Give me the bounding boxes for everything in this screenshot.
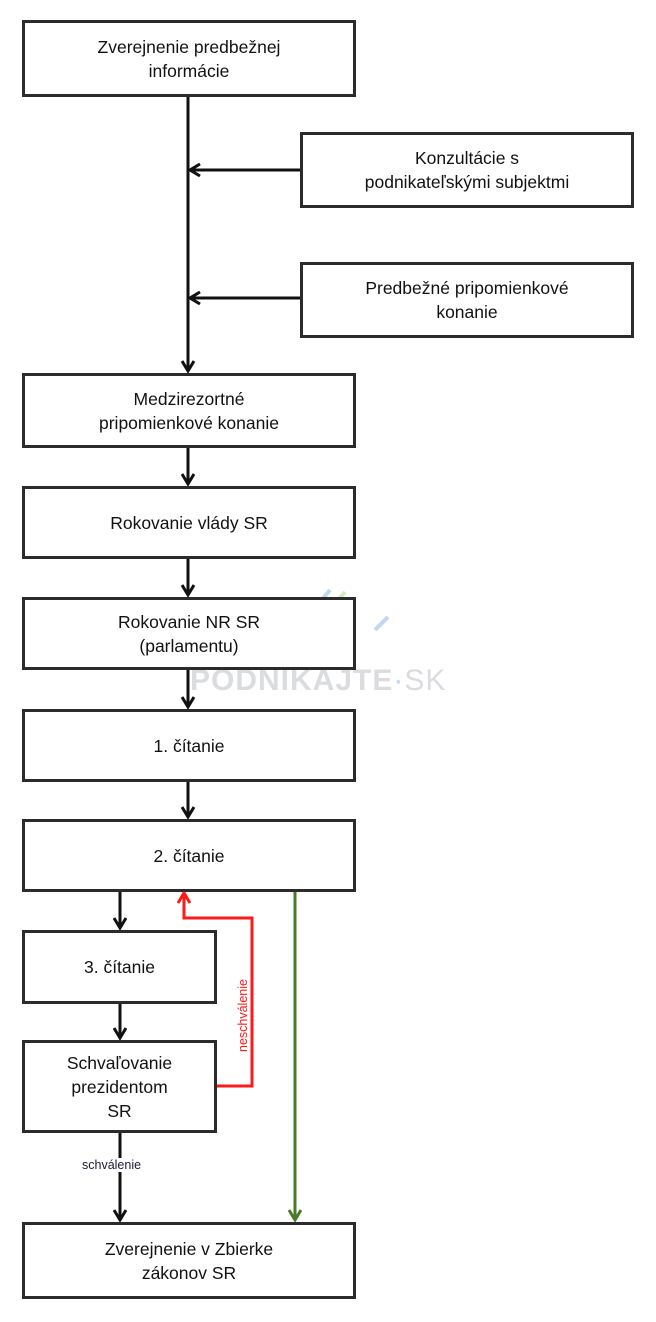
label-approved: schválenie	[80, 1158, 144, 1172]
step-business-consultation: Konzultácie s podnikateľskými subjektmi	[300, 132, 634, 208]
step-interministerial-comments: Medzirezortné pripomienkové konanie	[22, 373, 356, 448]
step-parliament-meeting: Rokovanie NR SR (parlamentu)	[22, 597, 356, 670]
label-rejected: neschválenie	[236, 979, 250, 1052]
step-preliminary-comments: Predbežné pripomienkové konanie	[300, 262, 634, 338]
step-government-meeting: Rokovanie vlády SR	[22, 486, 356, 559]
arrow-rejected	[184, 893, 254, 1088]
step-third-reading: 3. čítanie	[22, 930, 217, 1004]
step-president-approval: Schvaľovanie prezidentom SR	[22, 1040, 217, 1133]
step-second-reading: 2. čítanie	[22, 819, 356, 892]
step-publication: Zverejnenie v Zbierke zákonov SR	[22, 1222, 356, 1299]
step-first-reading: 1. čítanie	[22, 709, 356, 782]
step-preliminary-info: Zverejnenie predbežnej informácie	[22, 20, 356, 97]
